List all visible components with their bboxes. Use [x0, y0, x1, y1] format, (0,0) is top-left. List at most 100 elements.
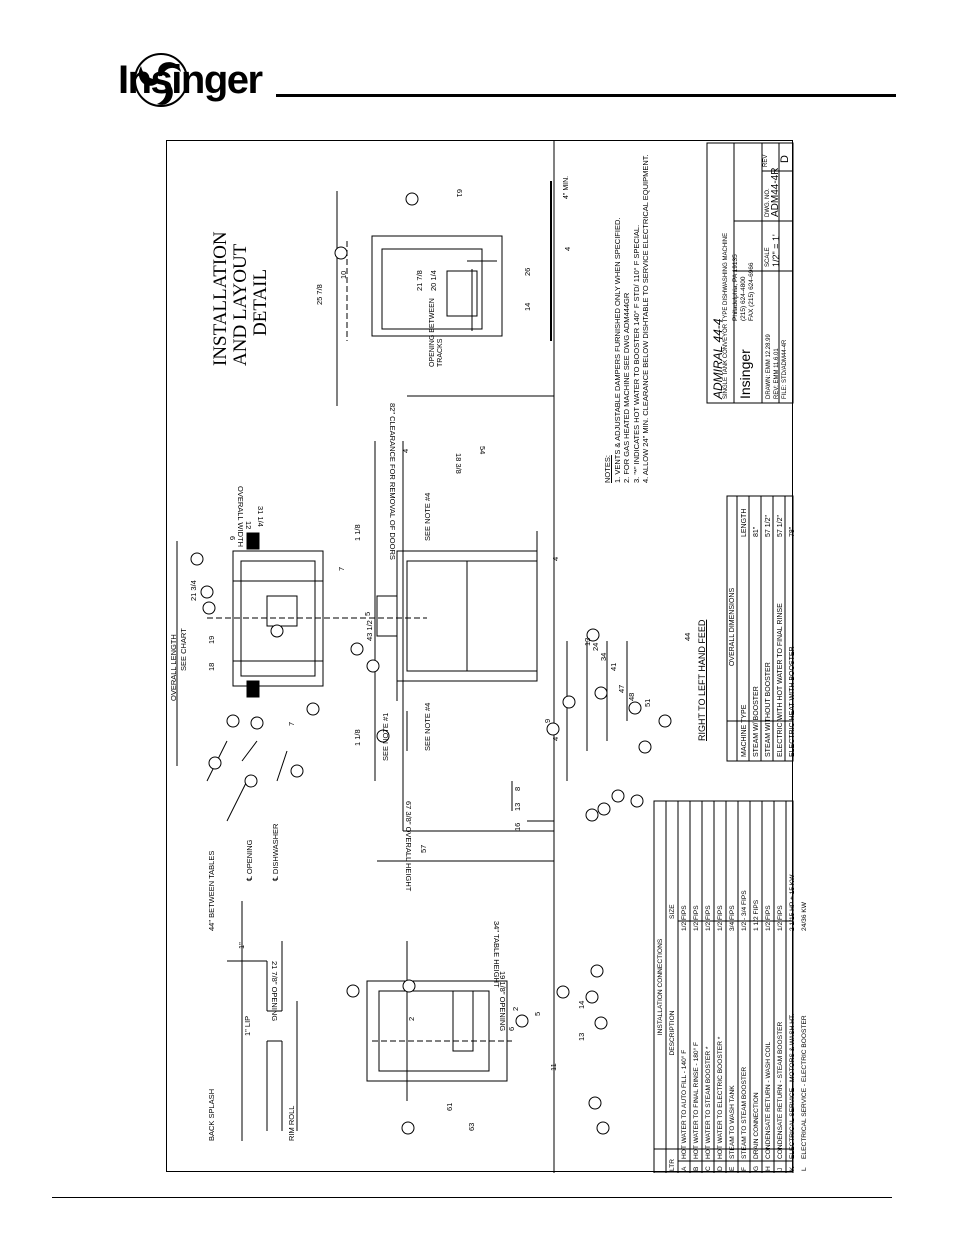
- table-cell: 1/2 FIPS: [693, 905, 700, 931]
- table-row: STEAM WITHOUT BOOSTER: [765, 662, 772, 757]
- rev-date: 11.6.01: [774, 348, 780, 368]
- rim-roll-label: RIM ROLL: [287, 1105, 296, 1141]
- table-cell: DRAIN CONNECTION: [753, 1092, 760, 1159]
- dim-14b: 14: [523, 302, 532, 311]
- dim-18: 18: [207, 662, 216, 671]
- address: Philadelphia, PA 19135: [732, 254, 739, 321]
- table-cell: C: [705, 1166, 712, 1171]
- overall-length-label: OVERALL LENGTH: [169, 634, 178, 701]
- dim-11: 11: [549, 1063, 558, 1071]
- overall-height-label: 67 3/8" OVERALL HEIGHT: [404, 801, 413, 892]
- drawn-by: DRAWN: EMM: [766, 359, 772, 399]
- header-size: SIZE: [669, 904, 676, 919]
- dim-2b: 2: [407, 1016, 416, 1021]
- table-cell: HOT WATER TO FINAL RINSE - 180° F: [693, 1041, 700, 1159]
- dim-18-3-8: 18 3/8: [454, 453, 463, 474]
- dim-47: 47: [617, 684, 626, 693]
- dishwasher-center-label: ℄ DISHWASHER: [271, 823, 280, 881]
- table-cell: J: [777, 1167, 784, 1171]
- table-cell: 3/4 FIPS: [729, 905, 736, 931]
- fax: FAX (215) 624-6966: [748, 262, 755, 321]
- dim-1-1-8b: 1 1/8: [353, 524, 362, 541]
- dim-21-3-4: 21 3/4: [189, 580, 198, 601]
- dim-13c: 13: [583, 637, 592, 646]
- installation-drawing: INSTALLATION AND LAYOUT DETAIL NOTES: 1.…: [166, 140, 808, 1173]
- table-cell: D: [717, 1166, 724, 1171]
- dim-5b: 5: [363, 611, 372, 616]
- table-cell: CONDENSATE RETURN - WASH COIL: [765, 1041, 772, 1159]
- table-row: ELECTRIC HEAT WITH BOOSTER: [789, 646, 796, 757]
- table-row: H CONDENSATE RETURN - WASH COIL 1/2 FIPS: [763, 803, 775, 1171]
- table-cell: 1/2 FIPS: [705, 905, 712, 931]
- feed-direction-label: RIGHT TO LEFT HAND FEED: [697, 619, 707, 741]
- dim-9: 9: [543, 718, 552, 723]
- table-cell: 2 1/15 HP + 15 KW: [789, 874, 796, 931]
- table-row: STEAM W/ BOOSTER: [753, 686, 760, 757]
- see-note-1-label: SEE NOTE #1: [381, 712, 390, 761]
- header-ltr: LTR: [669, 1159, 676, 1171]
- table-cell: G: [753, 1165, 760, 1171]
- see-note-4-label-2: SEE NOTE #4: [423, 492, 432, 541]
- title-block-address: Philadelphia, PA 19135 (215) 624-4800 FA…: [732, 254, 756, 321]
- table-cell: CONDENSATE RETURN - STEAM BOOSTER: [777, 1021, 784, 1159]
- four-min-label: 4" MIN.: [563, 175, 570, 199]
- header-machine-type: MACHINE TYPE: [741, 704, 748, 757]
- table-cell: ELECTRICAL SERVICE - ELECTRIC BOOSTER: [801, 1015, 808, 1159]
- dim-34: 34: [599, 652, 608, 661]
- dim-20-1-4: 20 1/4: [429, 270, 438, 291]
- table-cell: 24/36 KW: [801, 902, 808, 931]
- dim-4d: 4: [563, 246, 572, 251]
- table-cell: 1/2 FIPS: [717, 905, 724, 931]
- overall-dimensions-table: OVERALL DIMENSIONS MACHINE TYPE LENGTH ST…: [727, 497, 799, 757]
- rev-by: REV: EMM: [774, 369, 780, 399]
- dim-2: 2: [511, 1006, 520, 1011]
- table-cell: STEAM TO WASH TANK: [729, 1085, 736, 1159]
- table-cell: 1/2 FIPS: [765, 905, 772, 931]
- table-cell: 81": [753, 526, 760, 537]
- table-cell: 57 1/2": [777, 515, 784, 537]
- table-cell: HOT WATER TO STEAM BOOSTER *: [705, 1046, 712, 1159]
- dim-63: 63: [467, 1122, 476, 1131]
- dim-24: 24: [591, 642, 600, 651]
- scale-cell: SCALE 1/2" = 1': [764, 234, 781, 267]
- notes-block: NOTES: 1. VENTS & ADJUSTABLE DAMPERS FUR…: [603, 154, 651, 483]
- opening-dim-label: 21 7/8" OPENING: [270, 961, 279, 1022]
- rev-label: REV: [763, 154, 769, 167]
- header-length: LENGTH: [741, 508, 748, 537]
- table-cell: 1/2 FIPS: [681, 905, 688, 931]
- dim-4c: 4: [401, 448, 410, 453]
- dim-7: 7: [337, 566, 346, 571]
- header-description: DESCRIPTION: [669, 1010, 676, 1056]
- table-cell: ELECTRICAL SERVICE - MOTORS & WASH HT.: [789, 1013, 796, 1159]
- dim-25-7-8: 25 7/8: [315, 284, 324, 305]
- dim-13: 13: [577, 1032, 586, 1041]
- table-cell: 78": [789, 526, 796, 537]
- dim-7b: 7: [287, 721, 296, 726]
- dim-13b: 13: [513, 802, 522, 811]
- dim-14: 14: [577, 1000, 586, 1009]
- note-item: 2. FOR GAS HEATED MACHINE SEE DWG ADM444…: [622, 292, 631, 483]
- overall-dimensions-title: OVERALL DIMENSIONS: [729, 587, 736, 667]
- dim-57: 57: [419, 844, 428, 853]
- brand-name: Insinger: [118, 58, 263, 102]
- opening-19-label: 19 1/8" OPENING: [498, 971, 507, 1032]
- table-cell: 1/2 FIPS: [777, 905, 784, 931]
- model-subtitle: SINGLE TANK CONVEYOR TYPE DISHWASHING MA…: [723, 232, 729, 399]
- page-header: Insinger: [0, 0, 954, 120]
- header-rule: [276, 94, 896, 97]
- table-row: D HOT WATER TO ELECTRIC BOOSTER * 1/2 FIPS: [715, 803, 727, 1171]
- table-cell: E: [729, 1166, 736, 1171]
- dim-4: 4: [551, 736, 560, 741]
- table-cell: H: [765, 1166, 772, 1171]
- dwg-number: ADM44-4R: [770, 167, 781, 217]
- table-cell: HOT WATER TO ELECTRIC BOOSTER *: [717, 1036, 724, 1159]
- rev-letter: D: [779, 155, 791, 163]
- see-chart-label: SEE CHART: [179, 628, 188, 671]
- table-cell: 1 1/2 FIPS: [753, 899, 760, 931]
- dim-4b: 4: [551, 556, 560, 561]
- dim-6b: 6: [228, 536, 237, 541]
